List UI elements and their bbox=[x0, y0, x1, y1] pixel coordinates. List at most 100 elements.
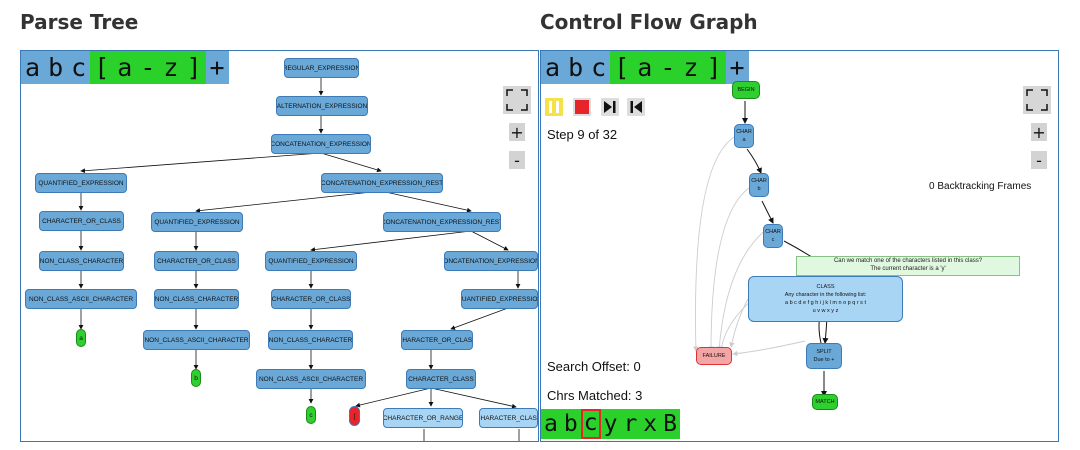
pattern-token: ] bbox=[182, 51, 206, 84]
cfg-node-begin[interactable]: BEGIN bbox=[732, 81, 760, 99]
pattern-token: + bbox=[725, 51, 749, 84]
pattern-token: a bbox=[21, 51, 45, 84]
cfg-node-label: CHAR bbox=[765, 229, 781, 235]
stop-button[interactable] bbox=[573, 98, 591, 116]
tooltip-text: The current character is a 'y' bbox=[870, 266, 946, 272]
cfg-node-label: CHAR bbox=[736, 129, 752, 135]
tree-node-quantified-expression[interactable]: QUANTIFIED_EXPRESSION bbox=[151, 212, 243, 232]
cfg-heading: Control Flow Graph bbox=[540, 10, 758, 34]
tree-leaf-open-bracket[interactable]: [ bbox=[349, 406, 360, 426]
cfg-node-split[interactable]: SPLIT Due to + bbox=[806, 343, 842, 369]
pattern-token: z bbox=[159, 51, 183, 84]
tree-node-concatenation-rest[interactable]: CONCATENATION_EXPRESSION_ bbox=[444, 251, 538, 271]
pattern-token: c bbox=[587, 51, 611, 84]
tree-node-concatenation-rest[interactable]: CONCATENATION_EXPRESSION_REST bbox=[383, 212, 501, 232]
tree-leaf-a[interactable]: a bbox=[76, 329, 86, 347]
tree-node-quantified-expression[interactable]: QUANTIFIED_EXPRESSION bbox=[35, 173, 127, 193]
input-char-current: c bbox=[580, 409, 601, 439]
tree-leaf-b[interactable]: b bbox=[191, 369, 201, 387]
tree-node-concatenation-rest[interactable]: CONCATENATION_EXPRESSION_REST bbox=[321, 173, 443, 193]
parse-tree-edges bbox=[78, 78, 521, 441]
cfg-node-value: a b c d e f g h i j k l m n o p q r s t bbox=[784, 300, 866, 306]
pattern-token: [ bbox=[90, 51, 114, 84]
tree-node-concatenation-expression[interactable]: CONCATENATION_EXPRESSION bbox=[271, 134, 371, 154]
pattern-token: - bbox=[656, 51, 680, 84]
tree-node-character-class[interactable]: CHARACTER_CLASS bbox=[479, 408, 538, 428]
search-offset: Search Offset: 0 bbox=[547, 359, 641, 374]
tree-node-character-or-range[interactable]: CHARACTER_OR_RANGE bbox=[383, 408, 463, 428]
tree-node-non-class-character[interactable]: NON_CLASS_CHARACTER bbox=[154, 289, 239, 309]
tree-node-character-or-class[interactable]: CHARACTER_OR_CLASS bbox=[401, 330, 473, 350]
zoom-out-button[interactable]: - bbox=[1031, 151, 1047, 170]
cfg-node-label: BEGIN bbox=[737, 87, 755, 93]
pattern-token: c bbox=[67, 51, 91, 84]
cfg-node-value: a bbox=[742, 137, 746, 143]
chrs-matched: Chrs Matched: 3 bbox=[547, 388, 643, 403]
pause-button[interactable] bbox=[545, 98, 563, 116]
cfg-edges bbox=[693, 101, 829, 397]
cfg-node-class[interactable]: CLASS Any character in the following lis… bbox=[748, 276, 903, 322]
pattern-token: a bbox=[113, 51, 137, 84]
tree-node-character-or-class[interactable]: CHARACTER_OR_CLASS bbox=[271, 289, 351, 309]
cfg-node-value: u v w x y z bbox=[812, 308, 839, 314]
expand-icon[interactable] bbox=[503, 86, 531, 114]
tree-node-non-class-character[interactable]: NON_CLASS_CHARACTER bbox=[268, 330, 353, 350]
tree-node-character-class[interactable]: CHARACTER_CLASS bbox=[406, 369, 476, 389]
cfg-node-label: CLASS bbox=[816, 284, 835, 290]
tree-node-non-class-ascii[interactable]: NON_CLASS_ASCII_CHARACTER bbox=[25, 289, 137, 309]
cfg-node-value: Due to + bbox=[813, 357, 835, 363]
zoom-in-button[interactable]: + bbox=[1031, 122, 1047, 142]
pattern-token: ] bbox=[702, 51, 726, 84]
zoom-out-button[interactable]: - bbox=[509, 151, 525, 170]
cfg-node-label: MATCH bbox=[815, 399, 835, 405]
cfg-node-label: FAILURE bbox=[702, 353, 726, 359]
input-char: B bbox=[660, 409, 681, 439]
tree-node-non-class-character[interactable]: NON_CLASS_CHARACTER bbox=[39, 251, 124, 271]
tree-node-regular-expression[interactable]: REGULAR_EXPRESSION bbox=[284, 58, 359, 78]
cfg-node-label: SPLIT bbox=[816, 349, 832, 355]
input-char: b bbox=[560, 409, 581, 439]
cfg-node-value: b bbox=[757, 186, 761, 192]
pattern-token: + bbox=[205, 51, 229, 84]
tree-node-quantified-expression[interactable]: QUANTIFIED_EXPRESSION bbox=[461, 289, 538, 309]
cfg-node-value: Any character in the following list: bbox=[784, 292, 867, 298]
pattern-token-bar: a b c [ a - z ] + bbox=[21, 51, 229, 84]
step-forward-button[interactable] bbox=[601, 98, 619, 116]
parse-tree-heading: Parse Tree bbox=[20, 10, 139, 34]
input-char: y bbox=[600, 409, 621, 439]
input-char: x bbox=[640, 409, 661, 439]
input-char: r bbox=[620, 409, 641, 439]
tooltip-text: Can we match one of the characters liste… bbox=[833, 258, 983, 264]
tree-leaf-c[interactable]: c bbox=[306, 406, 316, 424]
pattern-token: - bbox=[136, 51, 160, 84]
cfg-node-value: c bbox=[771, 237, 775, 243]
expand-icon[interactable] bbox=[1023, 86, 1051, 114]
pattern-token: a bbox=[633, 51, 657, 84]
cfg-node-char-a[interactable]: CHAR a bbox=[734, 124, 754, 148]
input-char: a bbox=[541, 409, 561, 439]
step-back-button[interactable] bbox=[627, 98, 645, 116]
class-tooltip: Can we match one of the characters liste… bbox=[796, 256, 1020, 276]
parse-tree-panel[interactable]: a b c [ a - z ] + bbox=[20, 50, 539, 442]
pattern-token: b bbox=[44, 51, 68, 84]
tree-node-alternation-expression[interactable]: ALTERNATION_EXPRESSION bbox=[276, 96, 368, 116]
backtracking-frames: 0 Backtracking Frames bbox=[929, 181, 1032, 192]
cfg-panel[interactable]: a b c [ a - z ] + Step 9 of 32 0 Backtra… bbox=[540, 50, 1059, 442]
cfg-node-match[interactable]: MATCH bbox=[812, 394, 838, 410]
tree-node-character-or-class[interactable]: CHARACTER_OR_CLASS bbox=[39, 211, 124, 231]
input-string-bar: a b c y r x B bbox=[541, 409, 681, 439]
cfg-node-label: CHAR bbox=[751, 178, 767, 184]
cfg-node-char-c[interactable]: CHAR c bbox=[763, 224, 783, 248]
step-counter: Step 9 of 32 bbox=[547, 127, 618, 142]
pattern-token: b bbox=[564, 51, 588, 84]
zoom-in-button[interactable]: + bbox=[509, 122, 525, 142]
cfg-node-failure[interactable]: FAILURE bbox=[696, 347, 732, 365]
tree-node-quantified-expression[interactable]: QUANTIFIED_EXPRESSION bbox=[265, 251, 357, 271]
pattern-token: [ bbox=[610, 51, 634, 84]
tree-node-character-or-class[interactable]: CHARACTER_OR_CLASS bbox=[154, 251, 239, 271]
tree-node-non-class-ascii[interactable]: NON_CLASS_ASCII_CHARACTER bbox=[256, 369, 366, 389]
pattern-token-bar: a b c [ a - z ] + bbox=[541, 51, 749, 84]
tree-node-non-class-ascii[interactable]: NON_CLASS_ASCII_CHARACTER bbox=[143, 330, 250, 350]
pattern-token: z bbox=[679, 51, 703, 84]
cfg-node-char-b[interactable]: CHAR b bbox=[749, 173, 769, 197]
